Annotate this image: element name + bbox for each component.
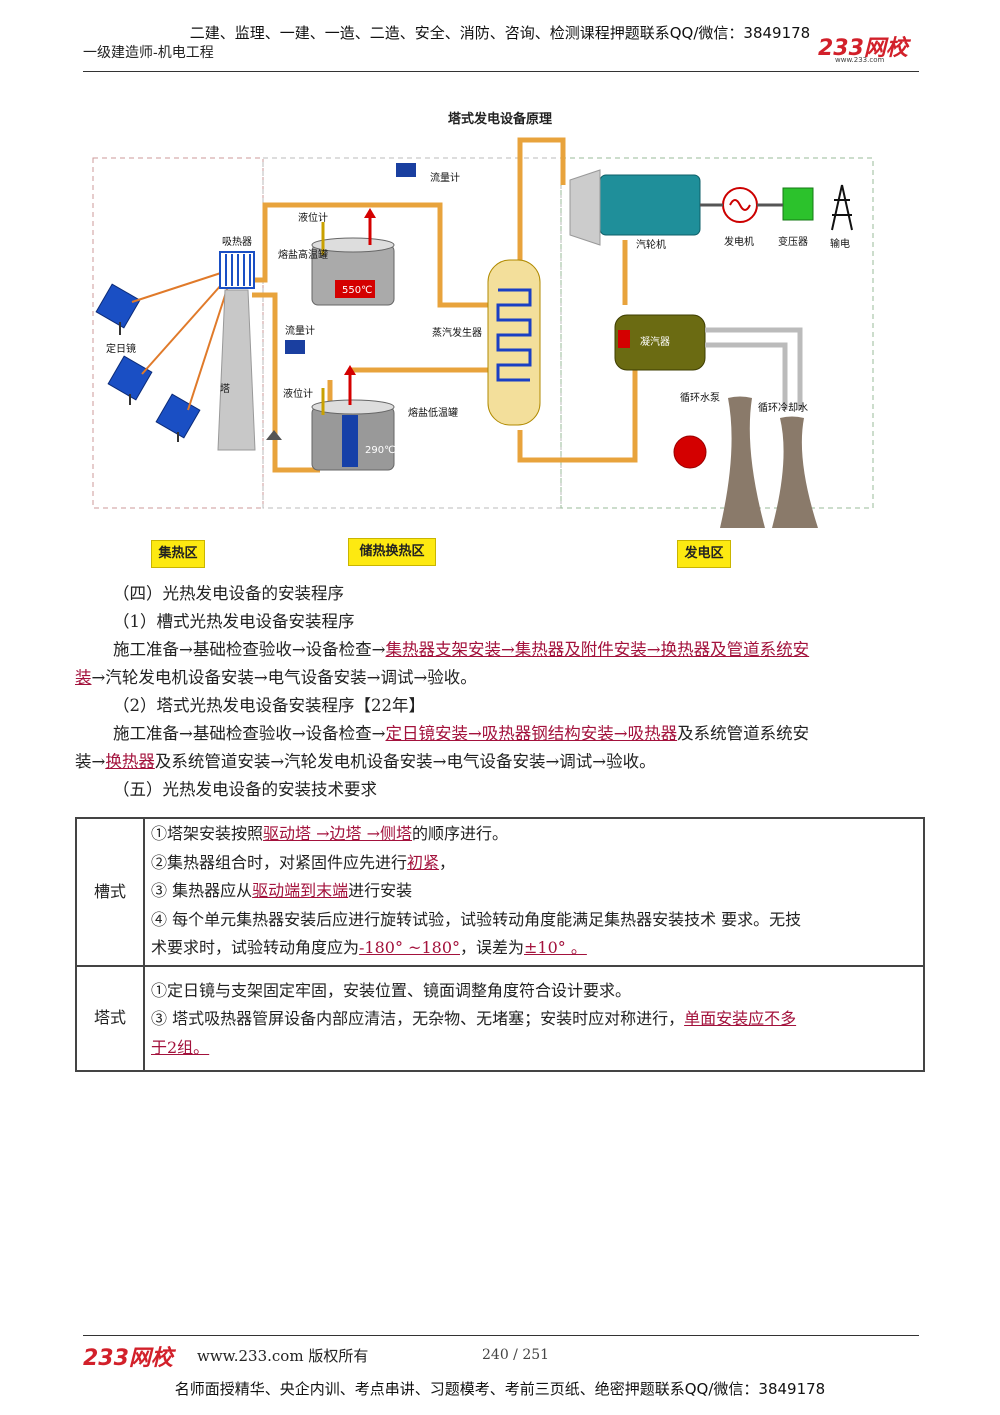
row-body-trough: ①塔架安装按照驱动塔 →边塔 →侧塔的顺序进行。 ②集热器组合时，对紧固件应先进…: [143, 817, 925, 967]
label-hot-temp: 550℃: [342, 285, 372, 296]
label-generator: 发电机: [724, 235, 754, 248]
trough-sequence-line1: 施工准备→基础检查验收→设备检查→集热器支架安装→集热器及附件安装→换热器及管道…: [113, 640, 809, 660]
flowmeter-bottom-shape: [285, 340, 305, 354]
table-row: 槽式 ①塔架安装按照驱动塔 →边塔 →侧塔的顺序进行。 ②集热器组合时，对紧固件…: [75, 817, 925, 967]
label-heliostat: 定日镜: [106, 342, 136, 355]
diagram-title: 塔式发电设备原理: [447, 112, 552, 127]
trough-l3u: 驱动端到末端: [252, 881, 349, 900]
footer-copyright: www.233.com 版权所有: [197, 1347, 369, 1365]
trough-seq-prefix: 施工准备→基础检查验收→设备检查→: [113, 640, 386, 659]
section-5-heading: （五）光热发电设备的安装技术要求: [113, 780, 377, 799]
pump-shape: [673, 435, 707, 469]
trough-l2b: ，: [439, 852, 456, 872]
trough-l5b: ，误差为: [460, 938, 525, 957]
trough-l1a: ①塔架安装按照: [151, 824, 264, 843]
section-4-2-heading: （2）塔式光热发电设备安装程序【22年】: [113, 696, 425, 715]
water-return: [517, 370, 638, 463]
brand-logo: 233网校: [818, 36, 908, 61]
trough-seq-key-cont: 装: [75, 668, 92, 687]
cooling-tower-2: [772, 416, 818, 528]
tower-seq-suffix: 及系统管道安装→汽轮发电机设备安装→电气设备安装→调试→验收。: [154, 752, 656, 771]
label-level-top: 液位计: [298, 211, 328, 224]
cooling-tower-1: [720, 396, 765, 528]
label-level-bottom: 液位计: [283, 387, 313, 400]
hot-pipe: [252, 202, 495, 308]
trough-l4: ④ 每个单元集热器安装后应进行旋转试验，试验转动角度能满足集热器安装技术 要求。…: [151, 909, 802, 929]
trough-seq-suffix: →汽轮发电机设备安装→电气设备安装→调试→验收。: [91, 668, 477, 687]
trough-l5u: -180° ~180°: [359, 938, 460, 957]
steam-pipe: [517, 137, 566, 260]
steam-gen-shape: [487, 259, 541, 426]
row-body-tower: ①定日镜与支架固定牢固，安装位置、镜面调整角度符合设计要求。 ③ 塔式吸热器管屏…: [143, 964, 925, 1072]
tower-sequence-line1: 施工准备→基础检查验收→设备检查→定日镜安装→吸热器钢结构安装→吸热器及系统管道…: [113, 724, 809, 744]
trough-l1u: 驱动塔 →边塔 →侧塔: [263, 824, 413, 843]
flowmeter-top-shape: [396, 163, 416, 177]
tower-seq-cont: 装→: [75, 752, 106, 771]
transformer-shape: [782, 187, 814, 221]
tower-sequence-line2: 装→换热器及系统管道安装→汽轮发电机设备安装→电气设备安装→调试→验收。: [75, 752, 656, 772]
trough-sequence-line2: 装→汽轮发电机设备安装→电气设备安装→调试→验收。: [75, 668, 477, 688]
tower-shape: [217, 289, 256, 451]
zone-collector: 集热区: [151, 540, 205, 568]
zone-power: 发电区: [677, 540, 731, 568]
label-cold-tank: 熔盐低温罐: [408, 406, 458, 419]
header-subtitle: 一级建造师-机电工程: [83, 45, 214, 61]
tower-seq-key2: 换热器: [105, 752, 155, 771]
trough-l2u: 初紧: [407, 852, 440, 872]
tower-l1: ①定日镜与支架固定牢固，安装位置、镜面调整角度符合设计要求。: [151, 980, 632, 1000]
pylon-shape: [831, 184, 853, 231]
storage-zone-box: [262, 157, 562, 509]
label-cooling: 循环冷却水: [758, 401, 808, 414]
heliostat-group: [95, 269, 231, 442]
label-tower: 塔: [220, 382, 230, 395]
label-flowmeter-bottom: 流量计: [285, 324, 315, 337]
tower-plant-diagram: 吸热器 定日镜 塔 流量计 液位计 熔盐高温罐 550℃ 流量计 液位计 熔盐低…: [92, 137, 874, 528]
trough-l1b: 的顺序进行。: [412, 824, 509, 843]
tower-seq-mid: 及系统管道系统安: [677, 724, 810, 743]
trough-l3a: ③ 集热器应从: [151, 881, 253, 900]
tower-l2u: 单面安装应不多: [684, 1009, 797, 1028]
cold-level-bar: [342, 415, 358, 467]
label-turbine: 汽轮机: [636, 238, 666, 251]
trough-l2a: ②集热器组合时，对紧固件应先进行: [151, 852, 408, 872]
trough-seq-key: 集热器支架安装→集热器及附件安装→换热器及管道系统安: [385, 640, 810, 659]
label-steam-gen: 蒸汽发生器: [432, 326, 482, 339]
cold-pipe-left: [252, 292, 320, 473]
label-pump: 循环水泵: [680, 391, 720, 404]
label-cold-temp: 290℃: [365, 445, 395, 456]
label-condenser: 凝汽器: [640, 335, 670, 348]
valve-shape: [266, 430, 282, 440]
requirements-table: 槽式 ①塔架安装按照驱动塔 →边塔 →侧塔的顺序进行。 ②集热器组合时，对紧固件…: [75, 817, 925, 1072]
footer-rule: [83, 1335, 919, 1336]
label-hot-tank: 熔盐高温罐: [278, 248, 328, 261]
header-banner: 二建、监理、一建、一造、二造、安全、消防、咨询、检测课程押题联系QQ/微信：38…: [189, 24, 811, 42]
tower-seq-prefix: 施工准备→基础检查验收→设备检查→: [113, 724, 386, 743]
page-number: 240 / 251: [482, 1347, 550, 1363]
tower-seq-key: 定日镜安装→吸热器钢结构安装→吸热器: [385, 724, 678, 743]
label-transmission: 输电: [830, 237, 850, 250]
hot-temp-panel: [335, 280, 375, 298]
section-4-1-heading: （1）槽式光热发电设备安装程序: [113, 612, 355, 631]
row-key-trough: 槽式: [75, 817, 145, 967]
zone-storage: 储热换热区: [348, 538, 436, 566]
trough-l5a: 术要求时，试验转动角度应为: [151, 938, 360, 957]
header-rule: [83, 71, 919, 72]
tower-l2a: ③ 塔式吸热器管屏设备内部应清洁，无杂物、无堵塞；安装时应对称进行，: [151, 1009, 685, 1028]
footer-banner: 名师面授精华、央企内训、考点串讲、习题模考、考前三页纸、绝密押题联系QQ/微信：…: [174, 1380, 826, 1398]
footer-logo: 233网校: [83, 1346, 173, 1371]
table-row: 塔式 ①定日镜与支架固定牢固，安装位置、镜面调整角度符合设计要求。 ③ 塔式吸热…: [75, 964, 925, 1072]
power-zone-box: [560, 157, 874, 509]
trough-l5u2: ±10° 。: [524, 938, 587, 957]
brand-url: www.233.com: [835, 56, 885, 64]
turbine-shape: [599, 174, 701, 236]
tower-l3u: 于2组。: [151, 1037, 210, 1057]
label-receiver: 吸热器: [222, 235, 252, 248]
row-key-tower: 塔式: [75, 964, 145, 1072]
label-transformer: 变压器: [778, 235, 808, 248]
section-4-heading: （四）光热发电设备的安装程序: [113, 584, 344, 603]
label-flowmeter-top: 流量计: [430, 171, 460, 184]
trough-l3b: 进行安装: [348, 881, 413, 900]
